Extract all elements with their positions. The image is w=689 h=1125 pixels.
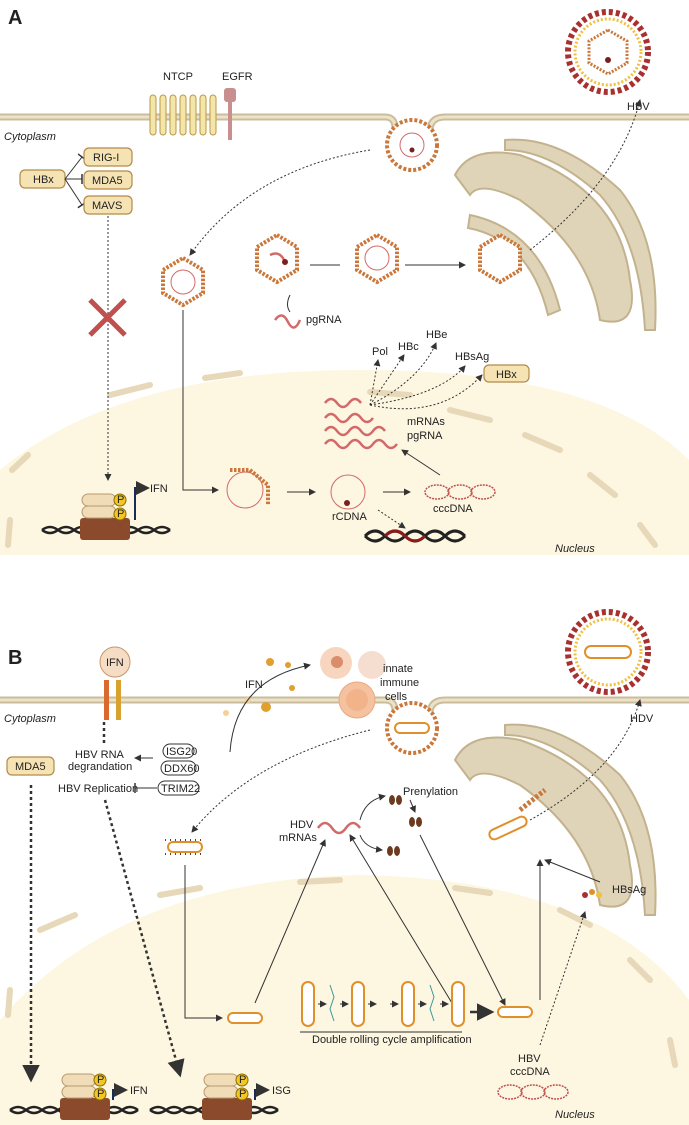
rcdna-label: rCDNA (332, 511, 367, 523)
mavs-box (83, 195, 133, 215)
nucleus-label-b: Nucleus (555, 1109, 595, 1121)
hdv-budding (488, 788, 547, 841)
hdv-rnp (165, 839, 205, 855)
golgi-a (453, 138, 657, 331)
isg-transcription: P P (149, 1073, 279, 1120)
ddx60-box (160, 760, 197, 776)
hdv-entering (385, 701, 439, 755)
ifn-transcription-a: P P (41, 481, 171, 540)
mda5-label-b: MDA5 (15, 761, 46, 773)
rna-degradation-label-1: HBV RNA (75, 749, 125, 761)
hbv-cccdna-label-2: cccDNA (510, 1066, 550, 1078)
panel-b-label: B (8, 647, 22, 669)
double-rolling-cycle-icons (301, 981, 465, 1027)
immune-label-2: immune (380, 677, 419, 689)
nucleus-a (0, 370, 689, 555)
hbv-entering (385, 118, 439, 172)
hbsag-icon-b (582, 889, 602, 898)
nuclear-pores-a (5, 370, 658, 548)
hbv-cccdna-label-1: HBV (518, 1053, 541, 1065)
ifn-secreted-label: IFN (245, 679, 263, 691)
hdv-rnp-assembled (497, 1006, 533, 1018)
block-x-icon (88, 298, 127, 337)
panel-a-label: A (8, 7, 22, 29)
hbv-cccdna-icon (497, 1084, 569, 1100)
pgrna-label: pgRNA (306, 314, 342, 326)
cccdna-label: cccDNA (433, 503, 473, 515)
rig-i-box (83, 147, 133, 167)
capsid-envelopment (478, 232, 522, 285)
p-label-b4: P (239, 1088, 246, 1100)
cytoplasm-label-b: Cytoplasm (4, 713, 56, 725)
mavs-label: MAVS (92, 200, 122, 212)
hdv-label: HDV (630, 713, 654, 725)
ifn-receptor-label: IFN (106, 657, 124, 669)
isg20-label: ISG20 (166, 746, 197, 758)
ntcp-receptor (149, 94, 217, 136)
hbsag-label-a: HBsAg (455, 351, 489, 363)
hbx-label: HBx (33, 174, 54, 186)
immune-label-3: cells (385, 691, 408, 703)
rig-i-label: RIG-I (93, 152, 119, 164)
egfr-receptor (224, 88, 236, 140)
hbv-label: HBV (627, 101, 650, 113)
ifn-gene-label-a: IFN (150, 483, 168, 495)
trim22-box (157, 780, 200, 796)
nucleus-label-a: Nucleus (555, 543, 595, 555)
golgi-b (453, 723, 657, 916)
p-label-b2: P (97, 1088, 104, 1100)
egfr-label: EGFR (222, 71, 253, 83)
ifn-particles (223, 658, 295, 716)
mda5-box-b (6, 756, 55, 776)
nuclear-pores-b (5, 877, 678, 1068)
ifn-transcription-b: P P (9, 1073, 139, 1120)
hbv-replication-label: HBV Replication (58, 783, 138, 795)
isg20-box (162, 743, 195, 759)
drca-label: Double rolling cycle amplification (312, 1034, 472, 1046)
ifn-gene-label-b: IFN (130, 1085, 148, 1097)
p-label-b1: P (97, 1074, 104, 1086)
panel-b: B IFN IFN innate immune ce (0, 609, 689, 1125)
innate-immune-cells-icon (320, 647, 386, 719)
hdv-virion (565, 609, 651, 695)
capsid (161, 255, 205, 308)
ifn-receptor (99, 646, 131, 720)
delta-antigen-icons (387, 795, 422, 856)
rna-degradation-label-2: degrandation (68, 761, 132, 773)
hbv-virion (565, 9, 651, 95)
cytoplasm-label-a: Cytoplasm (4, 131, 56, 143)
panel-a: A NTCP EGFR (0, 7, 689, 555)
mrna-waves (324, 397, 398, 450)
mrnas-label: mRNAs (407, 416, 445, 428)
p-label-a2: P (117, 508, 124, 520)
mrnas-pgrna-label: pgRNA (407, 430, 443, 442)
prenylation-label: Prenylation (403, 786, 458, 798)
rcdna-capsid (226, 471, 264, 509)
ddx60-label: DDX60 (164, 763, 199, 775)
rcdna-icon (330, 474, 366, 510)
trim22-label: TRIM22 (161, 783, 200, 795)
hdv-mrnas-label-1: HDV (290, 819, 314, 831)
hbe-label: HBe (426, 329, 447, 341)
integrated-dna-icon (363, 529, 467, 543)
immune-label-1: innate (383, 663, 413, 675)
mda5-box-a (83, 170, 133, 190)
hbc-label: HBc (398, 341, 419, 353)
capsid-mature (355, 232, 399, 285)
pol-label: Pol (372, 346, 388, 358)
hdv-mrnas-label-2: mRNAs (279, 832, 317, 844)
hbsag-label-b: HBsAg (612, 884, 646, 896)
hdv-mrna-icon (316, 821, 362, 835)
p-label-b3: P (239, 1074, 246, 1086)
ntcp-label: NTCP (163, 71, 193, 83)
plasma-membrane-a (0, 113, 689, 153)
hdv-rnp-nucleus (227, 1012, 263, 1024)
hbx-protein-box (483, 364, 530, 383)
capsid-pgrna (255, 232, 299, 285)
mda5-label-a: MDA5 (92, 175, 123, 187)
hbx-protein-label: HBx (496, 369, 517, 381)
isg-gene-label: ISG (272, 1085, 291, 1097)
p-label-a1: P (117, 494, 124, 506)
cccdna-icon (424, 484, 496, 500)
